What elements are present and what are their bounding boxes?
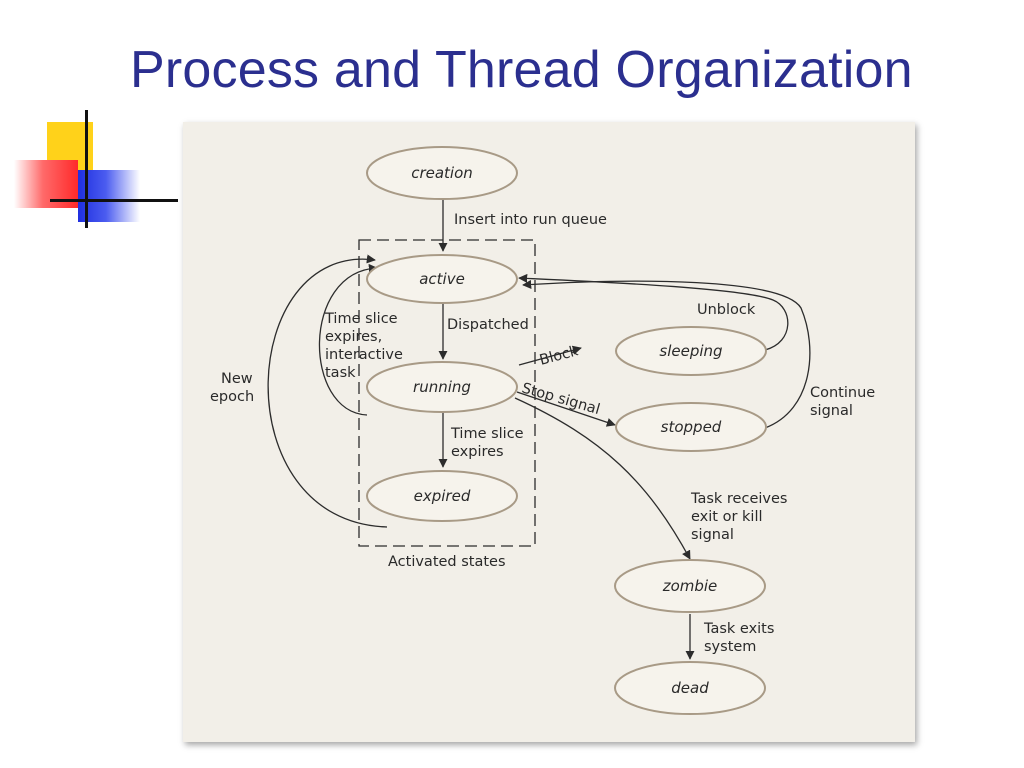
label-new-epoch: New epoch xyxy=(210,371,257,405)
state-diagram-figure: Activated states creation active running… xyxy=(183,122,915,742)
group-label-activated-states: Activated states xyxy=(388,554,506,570)
svg-text:stopped: stopped xyxy=(661,418,722,436)
state-diagram: Activated states creation active running… xyxy=(210,146,880,715)
state-running: running xyxy=(366,361,518,413)
label-time-slice-expires-interactive: Time slice expires, interactive task xyxy=(324,311,407,381)
state-active: active xyxy=(366,254,518,304)
edge-stopped-to-active xyxy=(522,279,811,429)
state-creation: creation xyxy=(366,146,518,200)
svg-text:expired: expired xyxy=(414,487,471,505)
svg-text:sleeping: sleeping xyxy=(659,342,722,360)
state-zombie: zombie xyxy=(614,559,766,613)
state-stopped: stopped xyxy=(615,402,767,452)
svg-text:running: running xyxy=(413,378,471,396)
svg-text:dead: dead xyxy=(671,679,709,697)
label-continue-signal: Continue signal xyxy=(810,385,880,419)
edge-running-to-stopped xyxy=(516,391,616,427)
decor-blue-square xyxy=(78,170,140,222)
state-sleeping: sleeping xyxy=(615,326,767,376)
edge-expired-to-active xyxy=(267,254,388,528)
state-dead: dead xyxy=(614,661,766,715)
decor-horizontal-line xyxy=(50,199,178,202)
svg-text:zombie: zombie xyxy=(662,577,718,595)
decor-vertical-line xyxy=(85,110,88,228)
slide-title: Process and Thread Organization xyxy=(130,41,913,99)
label-dispatched: Dispatched xyxy=(447,317,529,333)
label-insert-run-queue: Insert into run queue xyxy=(454,212,607,228)
label-task-receives-exit: Task receives exit or kill signal xyxy=(690,491,792,543)
svg-text:creation: creation xyxy=(411,164,473,182)
svg-text:active: active xyxy=(419,270,465,288)
label-task-exits-system: Task exits system xyxy=(703,621,779,655)
edge-running-to-sleeping xyxy=(518,345,582,366)
state-expired: expired xyxy=(366,470,518,522)
activated-states-group xyxy=(358,239,536,547)
label-time-slice-expires: Time slice expires xyxy=(450,426,528,460)
edge-running-to-zombie xyxy=(514,397,691,560)
label-stop-signal: Stop signal xyxy=(520,380,602,418)
label-block: Block xyxy=(538,343,581,369)
label-unblock: Unblock xyxy=(697,302,756,318)
edge-running-to-active xyxy=(318,263,378,416)
